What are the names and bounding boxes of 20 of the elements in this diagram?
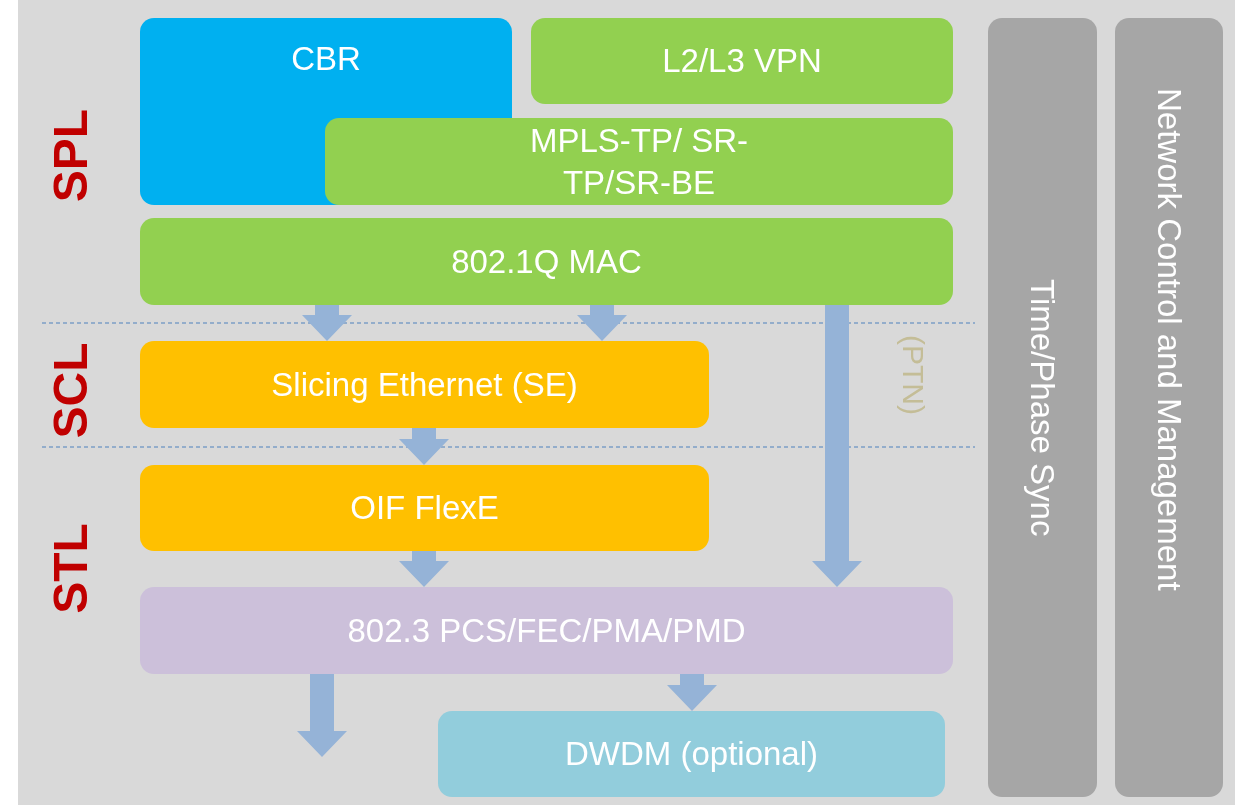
arrow: [297, 674, 347, 757]
edge-label: (PTN): [896, 335, 930, 415]
service-layer-box: MPLS-TP/ SR-TP/SR-BE: [325, 118, 953, 205]
arrow: [812, 305, 862, 587]
layer-label: STL: [42, 522, 98, 614]
physical-layer-box: 802.3 PCS/FEC/PMA/PMD: [140, 587, 953, 674]
sync-bar: Time/Phase Sync: [988, 18, 1097, 797]
layer-label: SPL: [42, 108, 98, 202]
service-layer-box: L2/L3 VPN: [531, 18, 953, 104]
transport-layer-box: OIF FlexE: [140, 465, 709, 551]
arrow: [577, 305, 627, 341]
arrow: [302, 305, 352, 341]
arrow: [399, 551, 449, 587]
management-bar: Network Control and Management: [1115, 18, 1223, 797]
arrow: [399, 428, 449, 465]
optical-layer-box: DWDM (optional): [438, 711, 945, 797]
slicing-layer-box: Slicing Ethernet (SE): [140, 341, 709, 428]
layer-label: SCL: [42, 342, 98, 438]
mac-layer-box: 802.1Q MAC: [140, 218, 953, 305]
arrow: [667, 674, 717, 711]
